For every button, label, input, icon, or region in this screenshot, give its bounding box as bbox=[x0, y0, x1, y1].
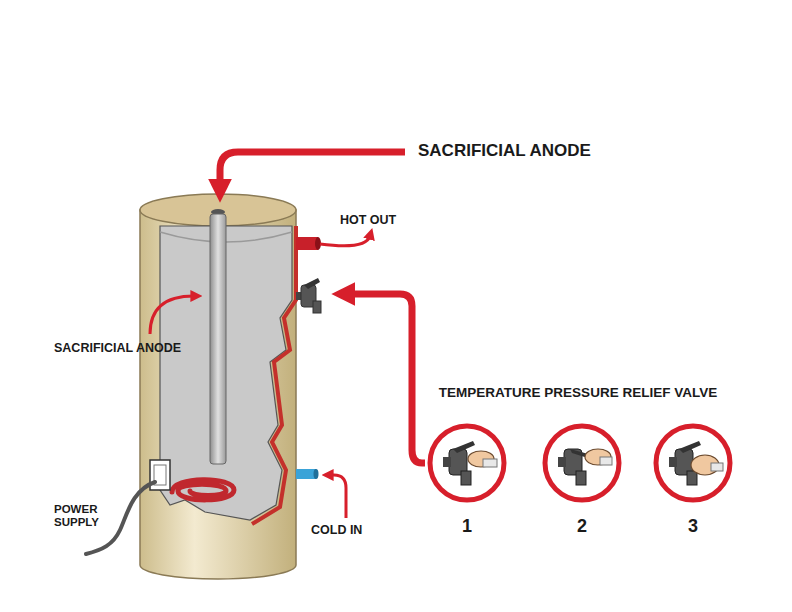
step-circle bbox=[656, 426, 730, 500]
tank-insulation-edge bbox=[252, 226, 296, 524]
leader-arrow bbox=[348, 294, 425, 463]
callout-number: 2 bbox=[567, 516, 597, 537]
power-outlet bbox=[150, 460, 170, 490]
cold-in-pipe-end bbox=[314, 469, 319, 479]
part-label: TEMPERATURE PRESSURE RELIEF VALVE bbox=[428, 385, 728, 401]
valve-hand-icon bbox=[443, 441, 497, 485]
tpr-valve-lever bbox=[304, 278, 320, 289]
hot-out-pipe bbox=[296, 237, 318, 250]
cold-in-pipe bbox=[296, 469, 316, 479]
heating-element bbox=[172, 480, 234, 500]
tank-shell bbox=[140, 210, 296, 579]
anode-rod bbox=[210, 214, 226, 464]
valve-hand-icon bbox=[669, 441, 723, 485]
step-circle bbox=[545, 426, 619, 500]
callout-title: SACRIFICIAL ANODE bbox=[418, 141, 591, 161]
leader-arrow bbox=[330, 475, 346, 518]
part-label: POWER SUPPLY bbox=[54, 503, 110, 529]
step-circle bbox=[430, 426, 504, 500]
part-label: SACRIFICIAL ANODE bbox=[54, 341, 181, 355]
leader-arrow bbox=[150, 296, 194, 334]
leader-arrow bbox=[220, 152, 405, 186]
leader-arrow bbox=[320, 236, 370, 246]
callout-number: 1 bbox=[452, 516, 482, 537]
callout-number: 3 bbox=[678, 516, 708, 537]
tpr-valve-outlet bbox=[313, 301, 321, 313]
part-label: COLD IN bbox=[311, 523, 362, 537]
valve-hand-icon bbox=[558, 449, 612, 485]
part-label: HOT OUT bbox=[340, 213, 396, 227]
